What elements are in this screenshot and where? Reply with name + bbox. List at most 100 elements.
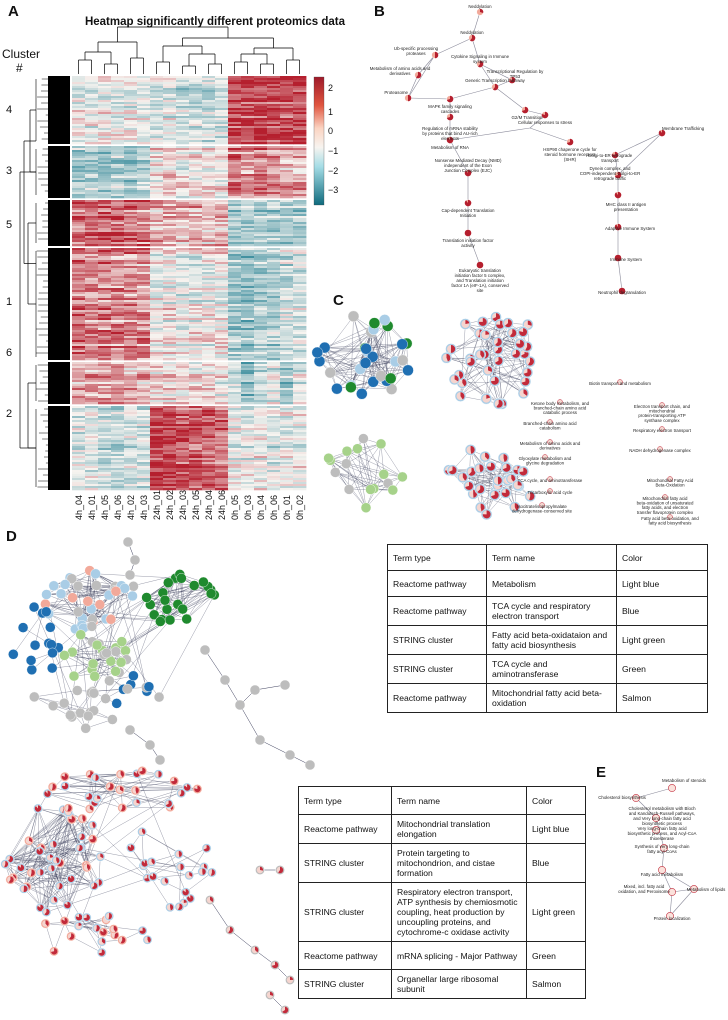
color-cell: Salmon: [526, 969, 586, 999]
svg-text:factor 1A (eIF-1A), conserved: factor 1A (eIF-1A), conserved: [451, 283, 509, 288]
svg-text:Membrane Trafficking: Membrane Trafficking: [662, 126, 705, 131]
svg-text:Ub-specific processing: Ub-specific processing: [394, 46, 439, 51]
svg-text:TCA cycle, and aminotransferas: TCA cycle, and aminotransferase: [518, 478, 583, 483]
cluster-heading-text: Cluster: [2, 47, 41, 61]
svg-text:glycine degradation: glycine degradation: [526, 461, 565, 466]
svg-text:Golgi-to-ER retrograde: Golgi-to-ER retrograde: [588, 153, 633, 158]
term-type-cell: STRING cluster: [387, 625, 487, 655]
term-name-cell: Fatty acid beta-oxidataion and fatty aci…: [486, 625, 617, 655]
column-label: 0h_05: [229, 494, 240, 520]
column-label: 4h_01: [86, 494, 97, 520]
svg-text:TP53: TP53: [510, 74, 521, 79]
heatmap-title: Heatmap significantly different proteomi…: [84, 16, 346, 28]
svg-text:Beta-Oxidation: Beta-Oxidation: [655, 483, 685, 488]
svg-text:Fatty acid beta-oxidation, and: Fatty acid beta-oxidation, and: [641, 516, 699, 521]
svg-text:Cap-dependent Translation: Cap-dependent Translation: [442, 208, 496, 213]
term-name-cell: TCA cycle and respiratory electron trans…: [486, 596, 617, 626]
svg-text:presentation: presentation: [614, 207, 639, 212]
cluster-label-2: 2: [6, 408, 13, 420]
term-type-cell: Term type: [387, 544, 487, 571]
column-label: 0h_01: [281, 494, 292, 520]
svg-text:activity: activity: [461, 243, 475, 248]
colorbar-tick-minus1: −1: [328, 146, 339, 156]
panel-letter-a: A: [8, 3, 19, 20]
svg-text:Ketone body metabolism, and: Ketone body metabolism, and: [531, 401, 590, 406]
svg-text:initiation factor 5 complex,: initiation factor 5 complex,: [455, 273, 506, 278]
svg-text:proteases: proteases: [406, 51, 426, 56]
svg-text:retrograde traffic: retrograde traffic: [594, 176, 627, 181]
column-label: 24h_01: [151, 489, 162, 520]
svg-text:synthase complex: synthase complex: [644, 418, 680, 423]
svg-text:Proteasome: Proteasome: [384, 90, 408, 95]
term-type-cell: Reactome pathway: [298, 814, 392, 844]
color-cell: Light blue: [616, 570, 708, 597]
color-cell: Green: [616, 654, 708, 684]
column-dendrogram: [78, 26, 300, 74]
svg-text:dehydrogenase-conserved site: dehydrogenase-conserved site: [512, 509, 573, 514]
colorbar-tick-minus2: −2: [328, 166, 339, 176]
cluster-label-4: 4: [6, 104, 13, 116]
svg-text:Tricarboxylic acid cycle: Tricarboxylic acid cycle: [528, 490, 574, 495]
svg-text:NADH dehydrogenase complex: NADH dehydrogenase complex: [629, 448, 691, 453]
svg-text:Respiratory electron transport: Respiratory electron transport: [633, 428, 692, 433]
column-label: 24h_02: [164, 489, 175, 520]
svg-text:fatty acid biosynthesis: fatty acid biosynthesis: [649, 521, 693, 526]
colorbar-tick-2: 2: [328, 83, 334, 93]
svg-text:and Translation initiation: and Translation initiation: [456, 278, 504, 283]
panel-letter-c: C: [333, 292, 344, 309]
svg-text:Dynein complex, and: Dynein complex, and: [589, 166, 631, 171]
term-name-cell: Organellar large ribosomal subunit: [391, 969, 527, 999]
column-label: 0h_06: [268, 494, 279, 520]
svg-text:branched-chain amino acid: branched-chain amino acid: [534, 406, 587, 411]
term-name-cell: Respiratory electron transport, ATP synt…: [391, 882, 527, 942]
svg-text:elements: elements: [441, 136, 460, 141]
svg-text:Mitochondrial fatty acid: Mitochondrial fatty acid: [643, 496, 688, 501]
color-cell: Green: [526, 941, 586, 970]
term-type-cell: STRING cluster: [298, 969, 392, 999]
colorbar: [313, 76, 325, 206]
svg-text:HSP90 chaperone cycle for: HSP90 chaperone cycle for: [543, 147, 597, 152]
svg-text:Generic Transcription Pathway: Generic Transcription Pathway: [465, 78, 526, 83]
color-cell: Light blue: [526, 814, 586, 844]
colorbar-tick-0: 0: [328, 126, 334, 136]
term-type-cell: STRING cluster: [298, 843, 392, 883]
svg-text:Biotin transport and metabolis: Biotin transport and metabolism: [589, 381, 651, 386]
svg-text:Cytokine Signaling in Immune: Cytokine Signaling in Immune: [451, 54, 510, 59]
svg-text:derivatives: derivatives: [540, 446, 562, 451]
svg-text:site: site: [477, 288, 484, 293]
svg-text:steroid hormone receptors: steroid hormone receptors: [544, 152, 596, 157]
svg-text:Transcriptional Regulation by: Transcriptional Regulation by: [487, 69, 545, 74]
svg-text:derivatives: derivatives: [390, 71, 412, 76]
color-cell: Color: [616, 544, 708, 571]
cluster-label-3: 3: [6, 165, 13, 177]
term-type-cell: Reactome pathway: [298, 941, 392, 970]
column-label: 24h_06: [216, 489, 227, 520]
column-label: 4h_06: [112, 494, 123, 520]
svg-text:Neddylation: Neddylation: [460, 30, 484, 35]
color-cell: Blue: [526, 843, 586, 883]
svg-text:Neddylation: Neddylation: [468, 4, 492, 9]
column-label: 24h_05: [190, 489, 201, 520]
color-cell: Light green: [526, 882, 586, 942]
svg-text:Mitochondrial Fatty Acid: Mitochondrial Fatty Acid: [647, 478, 694, 483]
svg-text:Metabolism of amino acids and: Metabolism of amino acids and: [520, 441, 581, 446]
column-label: 24h_03: [177, 489, 188, 520]
column-label: 4h_02: [125, 494, 136, 520]
svg-text:G2/M Transition: G2/M Transition: [512, 115, 544, 120]
term-name-cell: Term name: [486, 544, 617, 571]
cluster-heading-hash: #: [16, 61, 23, 75]
svg-text:beta-oxidation of unsaturated: beta-oxidation of unsaturated: [637, 501, 694, 506]
color-cell: Salmon: [616, 683, 708, 713]
panel-d-lower-network: [0, 766, 295, 1015]
term-type-cell: STRING cluster: [387, 654, 487, 684]
cluster-label-1: 1: [6, 296, 13, 308]
svg-text:Adaptive Immune System: Adaptive Immune System: [605, 226, 655, 231]
